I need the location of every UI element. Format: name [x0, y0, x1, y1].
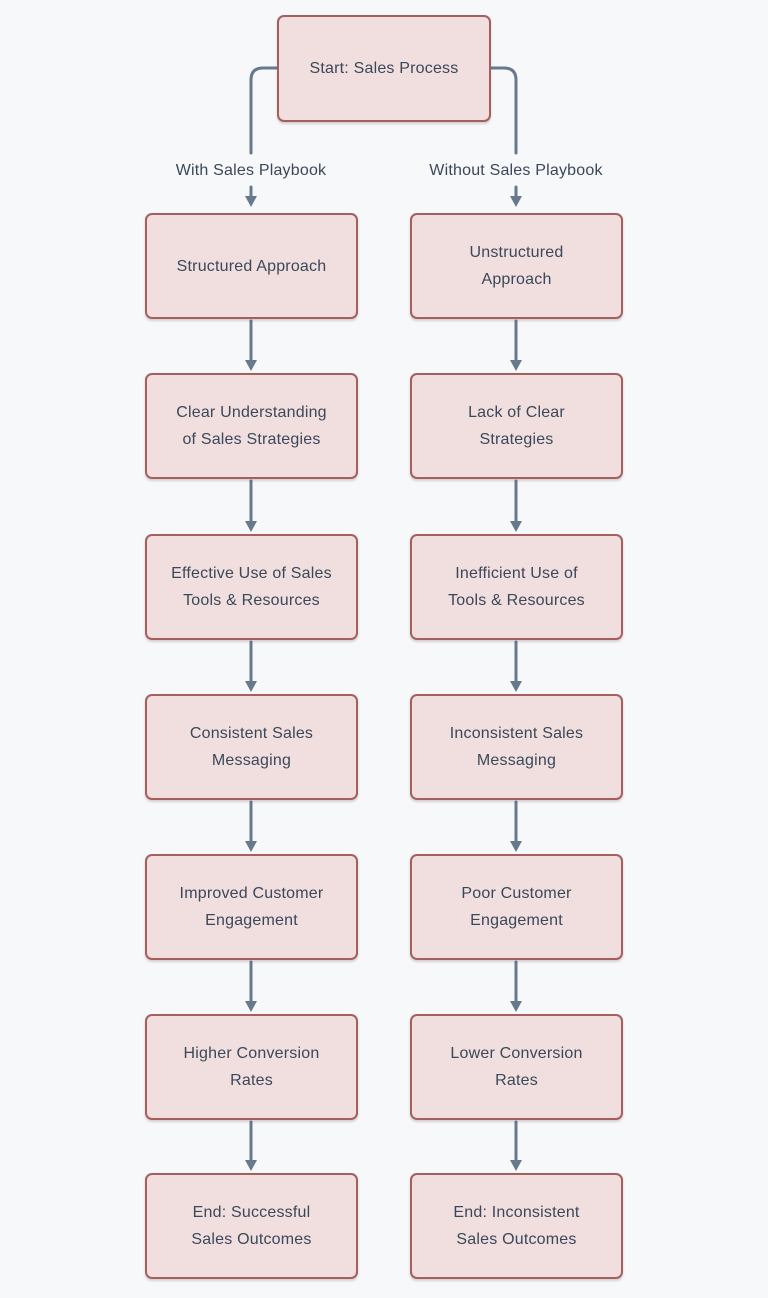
node-lower-conversion: Lower Conversion Rates — [410, 1014, 623, 1120]
edge-label-with-playbook: With Sales Playbook — [175, 162, 327, 179]
node-improved-engagement: Improved Customer Engagement — [145, 854, 358, 960]
node-higher-conversion: Higher Conversion Rates — [145, 1014, 358, 1120]
connector-start-left — [249, 66, 280, 155]
node-unstructured-approach: Unstructured Approach — [410, 213, 623, 319]
node-structured-approach: Structured Approach — [145, 213, 358, 319]
node-inconsistent-messaging: Inconsistent Sales Messaging — [410, 694, 623, 800]
node-consistent-messaging: Consistent Sales Messaging — [145, 694, 358, 800]
node-start: Start: Sales Process — [277, 15, 491, 122]
node-lack-of-strategies: Lack of Clear Strategies — [410, 373, 623, 479]
node-end-successful: End: Successful Sales Outcomes — [145, 1173, 358, 1279]
edge-label-without-playbook: Without Sales Playbook — [429, 162, 603, 179]
node-inefficient-tools: Inefficient Use of Tools & Resources — [410, 534, 623, 640]
node-effective-tools: Effective Use of Sales Tools & Resources — [145, 534, 358, 640]
node-end-inconsistent: End: Inconsistent Sales Outcomes — [410, 1173, 623, 1279]
node-clear-understanding: Clear Understanding of Sales Strategies — [145, 373, 358, 479]
connector-start-right — [488, 66, 518, 155]
node-poor-engagement: Poor Customer Engagement — [410, 854, 623, 960]
